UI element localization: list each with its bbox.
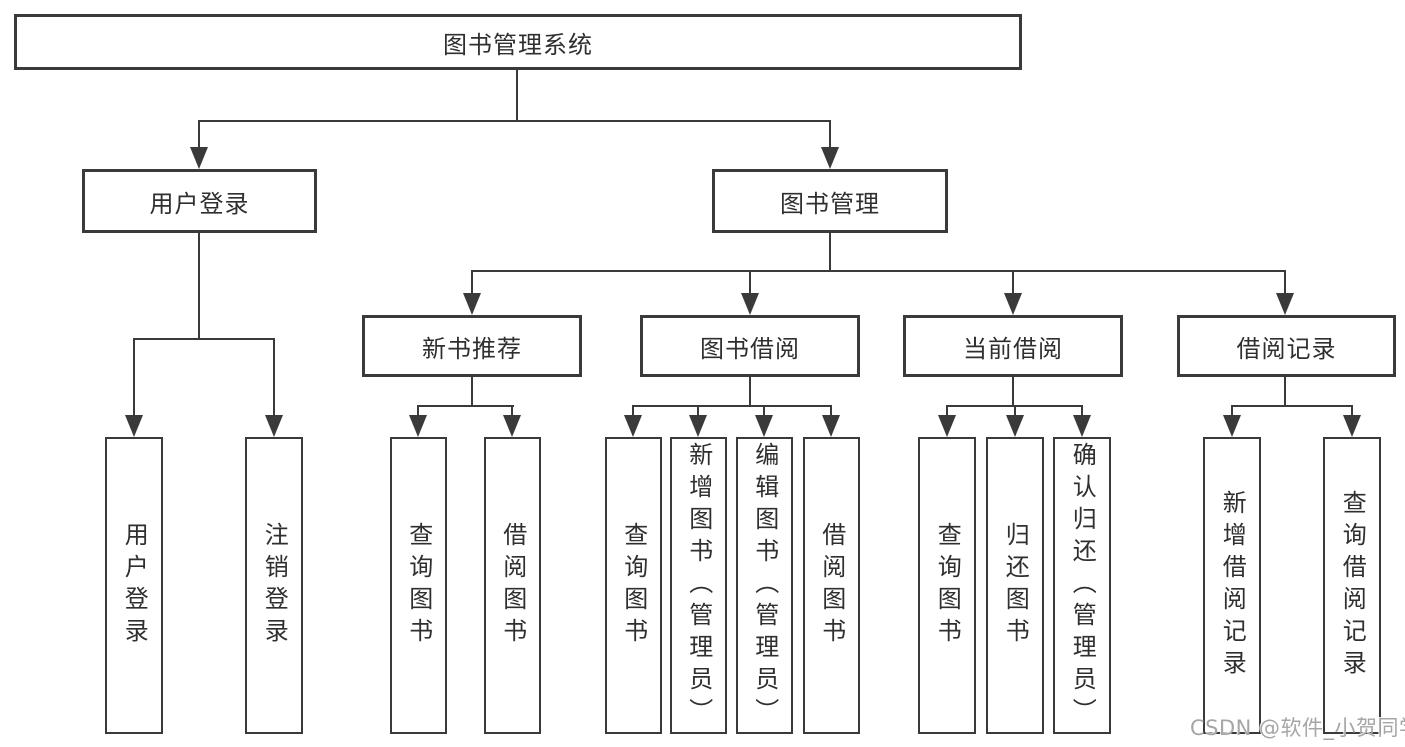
node-new-book-recommend-label: 新书推荐: [422, 334, 522, 363]
leaf-bb-edit-books-admin-label: 编辑图书（管理员）: [750, 441, 779, 730]
arrow-down-icon: [1276, 293, 1294, 315]
connector-line: [417, 405, 419, 416]
leaf-nbr-borrow-books-label: 借阅图书: [498, 521, 527, 650]
connector-line: [1284, 270, 1286, 294]
connector-line: [471, 270, 473, 294]
arrow-down-icon: [1223, 415, 1241, 437]
node-book-borrowing-label: 图书借阅: [700, 334, 800, 363]
leaf-logout-label: 注销登录: [260, 521, 289, 650]
connector-line: [198, 233, 200, 338]
connector-line: [1232, 405, 1352, 407]
arrow-down-icon: [755, 415, 773, 437]
leaf-logout: 注销登录: [245, 437, 303, 734]
leaf-cb-confirm-return-admin: 确认归还（管理员）: [1053, 437, 1111, 734]
connector-line: [632, 405, 634, 416]
connector-line: [1012, 377, 1014, 405]
connector-line: [633, 405, 832, 407]
watermark: CSDN @软件_小贺同学: [1190, 716, 1405, 740]
arrow-down-icon: [741, 293, 759, 315]
connector-line: [946, 405, 948, 416]
connector-line: [418, 405, 514, 407]
arrow-down-icon: [503, 415, 521, 437]
connector-line: [1351, 405, 1353, 416]
arrow-down-icon: [1073, 415, 1091, 437]
arrow-down-icon: [463, 293, 481, 315]
node-current-borrowing: 当前借阅: [903, 315, 1123, 377]
leaf-nbr-borrow-books: 借阅图书: [484, 437, 541, 734]
arrow-down-icon: [689, 415, 707, 437]
connector-line: [134, 338, 275, 340]
node-user-login: 用户登录: [82, 169, 317, 233]
connector-line: [472, 270, 1285, 272]
arrow-down-icon: [265, 415, 283, 437]
connector-line: [516, 70, 518, 120]
connector-line: [133, 338, 135, 416]
leaf-bb-edit-books-admin: 编辑图书（管理员）: [736, 437, 793, 734]
node-borrowing-records-label: 借阅记录: [1236, 334, 1337, 363]
leaf-user-login-label: 用户登录: [120, 521, 149, 650]
leaf-br-query-borrow-record: 查询借阅记录: [1323, 437, 1381, 734]
arrow-down-icon: [409, 415, 427, 437]
leaf-cb-return-books: 归还图书: [986, 437, 1044, 734]
node-new-book-recommend: 新书推荐: [362, 315, 582, 377]
leaf-cb-confirm-return-admin-label: 确认归还（管理员）: [1068, 441, 1097, 730]
leaf-br-new-borrow-record: 新增借阅记录: [1203, 437, 1261, 734]
node-book-management-label: 图书管理: [780, 189, 880, 218]
node-book-borrowing: 图书借阅: [640, 315, 860, 377]
node-user-login-label: 用户登录: [149, 189, 250, 218]
node-borrowing-records: 借阅记录: [1177, 315, 1396, 377]
arrow-down-icon: [821, 147, 839, 169]
arrow-down-icon: [1004, 293, 1022, 315]
connector-line: [829, 120, 831, 149]
connector-line: [1231, 405, 1233, 416]
arrow-down-icon: [1343, 415, 1361, 437]
connector-line: [749, 270, 751, 294]
connector-line: [830, 405, 832, 416]
connector-line: [697, 405, 699, 416]
leaf-bb-query-books: 查询图书: [605, 437, 662, 734]
connector-line: [198, 120, 200, 149]
leaf-cb-query-books-label: 查询图书: [933, 521, 962, 650]
arrow-down-icon: [938, 415, 956, 437]
leaf-nbr-query-books: 查询图书: [390, 437, 447, 734]
connector-line: [1014, 405, 1016, 416]
leaf-bb-borrow-books: 借阅图书: [803, 437, 860, 734]
leaf-bb-query-books-label: 查询图书: [619, 521, 648, 650]
node-library-system-label: 图书管理系统: [443, 30, 593, 59]
connector-line: [471, 377, 473, 405]
leaf-user-login: 用户登录: [105, 437, 163, 734]
connector-line: [199, 120, 831, 122]
leaf-br-query-borrow-record-label: 查询借阅记录: [1338, 489, 1367, 682]
connector-line: [829, 233, 831, 270]
connector-line: [1081, 405, 1083, 416]
connector-line: [1012, 270, 1014, 294]
leaf-cb-query-books: 查询图书: [918, 437, 976, 734]
connector-line: [1284, 377, 1286, 405]
leaf-cb-return-books-label: 归还图书: [1001, 521, 1030, 650]
leaf-br-new-borrow-record-label: 新增借阅记录: [1218, 489, 1247, 682]
arrow-down-icon: [190, 147, 208, 169]
arrow-down-icon: [1006, 415, 1024, 437]
arrow-down-icon: [822, 415, 840, 437]
arrow-down-icon: [125, 415, 143, 437]
node-library-system: 图书管理系统: [14, 14, 1022, 70]
leaf-bb-add-books-admin-label: 新增图书（管理员）: [684, 441, 713, 730]
connector-line: [273, 338, 275, 416]
leaf-bb-add-books-admin: 新增图书（管理员）: [670, 437, 727, 734]
connector-line: [749, 377, 751, 405]
arrow-down-icon: [624, 415, 642, 437]
leaf-bb-borrow-books-label: 借阅图书: [817, 521, 846, 650]
node-book-management: 图书管理: [712, 169, 948, 233]
connector-line: [763, 405, 765, 416]
node-current-borrowing-label: 当前借阅: [963, 334, 1063, 363]
leaf-nbr-query-books-label: 查询图书: [404, 521, 433, 650]
connector-line: [511, 405, 513, 416]
